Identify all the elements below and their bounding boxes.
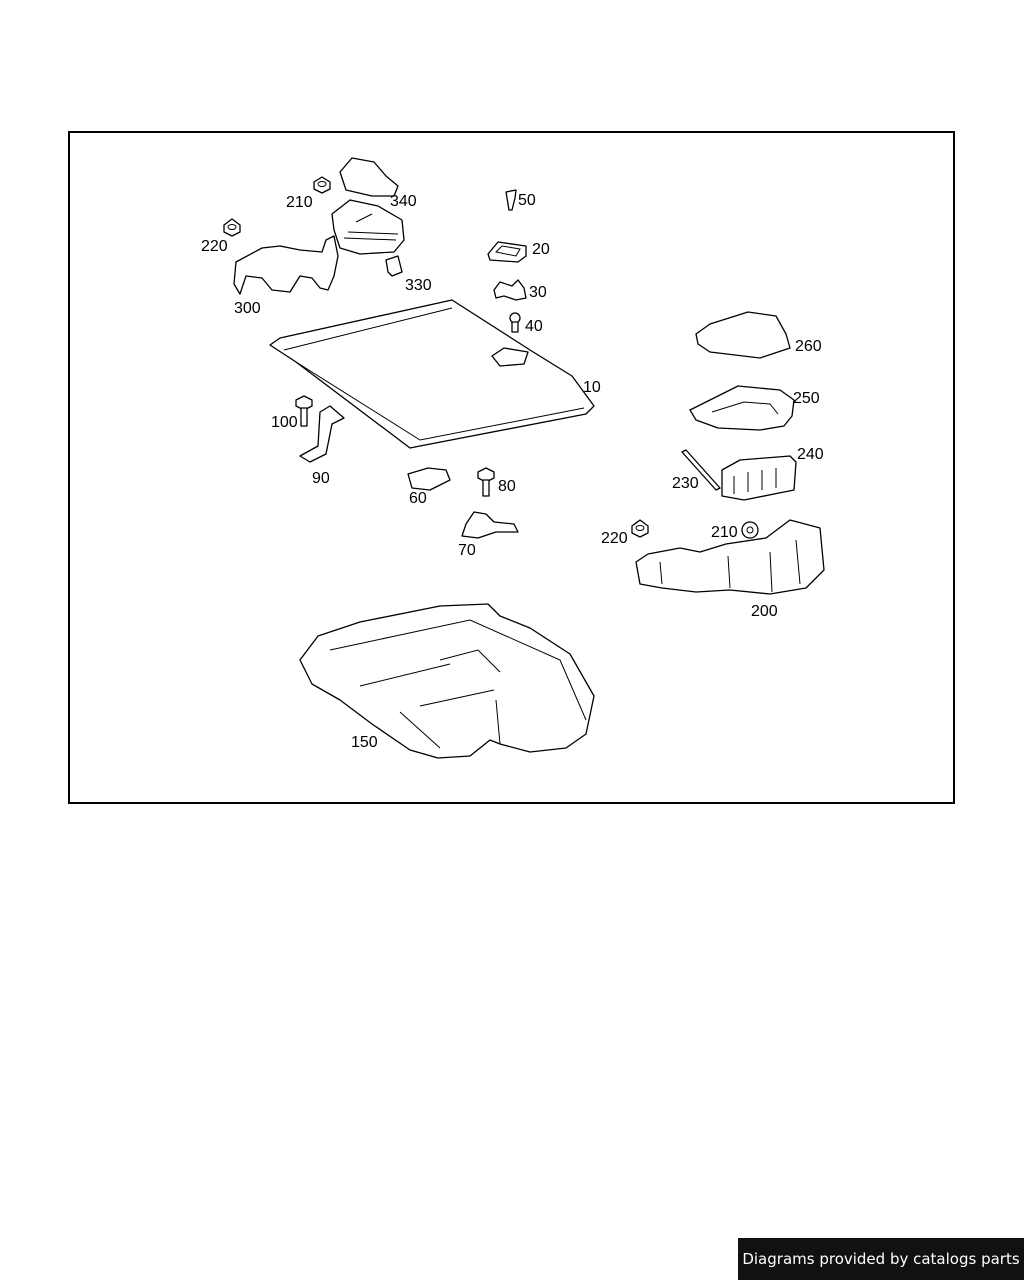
callout-300: 300: [234, 300, 261, 317]
callout-30: 30: [529, 284, 547, 301]
part-10-floor-panel[interactable]: [269, 299, 595, 449]
part-30-clip[interactable]: [493, 279, 527, 301]
part-210-nut-top[interactable]: [313, 176, 331, 194]
part-220-nut-top[interactable]: [223, 218, 241, 237]
part-20-grommet[interactable]: [487, 241, 527, 263]
part-210-washer[interactable]: [741, 521, 759, 539]
part-330-relay[interactable]: [385, 255, 403, 277]
callout-230: 230: [672, 475, 699, 492]
part-80-bolt[interactable]: [477, 467, 495, 497]
callout-90: 90: [312, 470, 330, 487]
part-100-bolt[interactable]: [295, 395, 313, 427]
part-40-screw[interactable]: [509, 312, 521, 333]
callout-20: 20: [532, 241, 550, 258]
part-50-screw[interactable]: [505, 189, 517, 211]
part-200-battery-tray[interactable]: [635, 519, 825, 595]
callout-220-top: 220: [201, 238, 228, 255]
part-250-tray[interactable]: [689, 385, 795, 431]
part-220-nut-mid[interactable]: [631, 519, 649, 538]
callout-80: 80: [498, 478, 516, 495]
part-340-cover[interactable]: [339, 157, 399, 197]
callout-50: 50: [518, 192, 536, 209]
credit-banner: Diagrams provided by catalogs parts: [738, 1238, 1024, 1280]
callout-210-top: 210: [286, 194, 313, 211]
callout-100: 100: [271, 414, 298, 431]
part-230-strap[interactable]: [681, 449, 721, 491]
callout-150: 150: [351, 734, 378, 751]
callout-60: 60: [409, 490, 427, 507]
part-300-bracket[interactable]: [233, 199, 405, 295]
part-90-bracket[interactable]: [299, 405, 345, 463]
part-240-fuse-box[interactable]: [721, 455, 797, 501]
callout-40: 40: [525, 318, 543, 335]
part-70-hook[interactable]: [461, 511, 519, 539]
callout-10: 10: [583, 379, 601, 396]
callout-210-mid: 210: [711, 524, 738, 541]
callout-250: 250: [793, 390, 820, 407]
callout-220-mid: 220: [601, 530, 628, 547]
callout-260: 260: [795, 338, 822, 355]
callout-240: 240: [797, 446, 824, 463]
callout-200: 200: [751, 603, 778, 620]
callout-70: 70: [458, 542, 476, 559]
part-60-handle[interactable]: [407, 467, 451, 491]
part-150-floor-carpet[interactable]: [299, 603, 595, 759]
credit-text: Diagrams provided by catalogs parts: [742, 1250, 1020, 1268]
part-260-cover[interactable]: [695, 311, 791, 359]
callout-340: 340: [390, 193, 417, 210]
callout-330: 330: [405, 277, 432, 294]
